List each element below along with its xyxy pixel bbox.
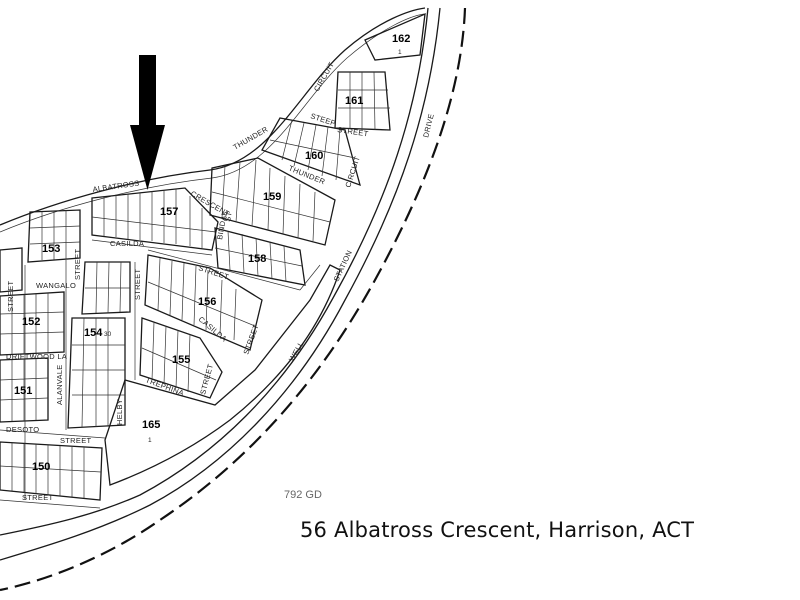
street-label-steep-street: STREET [337, 125, 369, 138]
block-sub-154: 30 [104, 331, 112, 338]
street-vertical-edges [24, 260, 136, 500]
street-label-street-desoto: STREET [60, 436, 92, 445]
street-label-st: ST [223, 211, 234, 223]
block-155-lots [141, 321, 217, 393]
street-label-albatross: ALBATROSS [92, 179, 140, 194]
block-number-151: 151 [14, 385, 32, 397]
street-label-street-156: STREET [241, 323, 260, 356]
block-165-outline [104, 264, 341, 486]
block-sub-165: 1 [148, 437, 152, 444]
block-150-lots [0, 443, 102, 498]
street-label-desoto: DESOTO [6, 425, 39, 434]
block-160-lots [269, 119, 356, 181]
block-161-lots [338, 71, 390, 131]
street-label-street-mid: STREET [73, 248, 82, 280]
block-158-outline [214, 227, 306, 286]
block-156-lots [147, 257, 256, 341]
block-number-157: 157 [160, 206, 178, 218]
block-153-outline [27, 209, 81, 263]
block-154-upper-lots [85, 261, 130, 314]
block-number-159: 159 [263, 191, 281, 203]
block-number-158: 158 [248, 253, 266, 265]
block-number-150: 150 [32, 461, 50, 473]
location-arrow-icon [130, 55, 165, 190]
street-label-street-left: STREET [6, 280, 15, 312]
dashed-boundary-line [0, 7, 467, 592]
street-label-casilda: CASILDA [110, 239, 144, 248]
block-160-outline [261, 117, 361, 187]
block-154-lots [72, 317, 125, 428]
block-158-lots [214, 230, 303, 283]
street-label-alanvale: ALANVALE [55, 364, 64, 405]
street-label-street-158: STREET [197, 263, 230, 281]
block-161-outline [334, 71, 391, 131]
block-number-152: 152 [22, 316, 40, 328]
block-156-outline [144, 254, 263, 351]
block-sub-162: 1 [398, 49, 402, 56]
block-number-160: 160 [305, 150, 323, 162]
street-label-helby: HELBY [115, 399, 124, 425]
block-153-lots [29, 210, 81, 260]
street-label-well: WELL [287, 340, 306, 363]
road-edge-outer [0, 7, 441, 561]
block-number-154: 154 [84, 327, 103, 339]
block-157-lots [91, 189, 217, 248]
block-number-153: 153 [42, 243, 60, 255]
street-label-circuit: CIRCUIT [312, 60, 336, 93]
street-desoto-edges [0, 429, 106, 509]
block-150-outline [0, 441, 103, 501]
street-label-street-right: STREET [133, 268, 142, 300]
block-near-153-outline [0, 247, 23, 293]
suburb-edge [0, 7, 426, 226]
block-159-lots [211, 159, 331, 242]
block-151-lots [0, 359, 49, 421]
block-number-155: 155 [172, 354, 190, 366]
address-caption: 56 Albatross Crescent, Harrison, ACT [300, 518, 695, 542]
block-152-lots [0, 293, 65, 354]
block-number-165: 165 [142, 419, 160, 431]
street-label-street-155: STREET [198, 363, 215, 396]
road-edge-inner [0, 7, 429, 536]
block-number-156: 156 [198, 296, 216, 308]
block-152-outline [0, 291, 65, 356]
street-label-thunder-2: THUNDER [287, 164, 327, 187]
street-label-wangalo: WANGALO [36, 281, 76, 290]
street-label-driftwood: DRIFTWOOD LA [6, 352, 67, 361]
street-casilda-edges [91, 239, 321, 291]
street-label-drive: DRIVE [421, 113, 436, 139]
block-154-upper-outline [81, 261, 131, 315]
block-162-outline [364, 12, 426, 61]
block-159-outline [209, 157, 336, 246]
block-154-outline [67, 317, 126, 429]
block-number-162: 162 [392, 33, 410, 45]
section-code-label: 792 GD [284, 489, 322, 501]
street-label-street-bottom: STREET [22, 493, 54, 502]
block-151-outline [0, 357, 49, 423]
block-155-outline [139, 317, 223, 399]
block-number-161: 161 [345, 95, 363, 107]
